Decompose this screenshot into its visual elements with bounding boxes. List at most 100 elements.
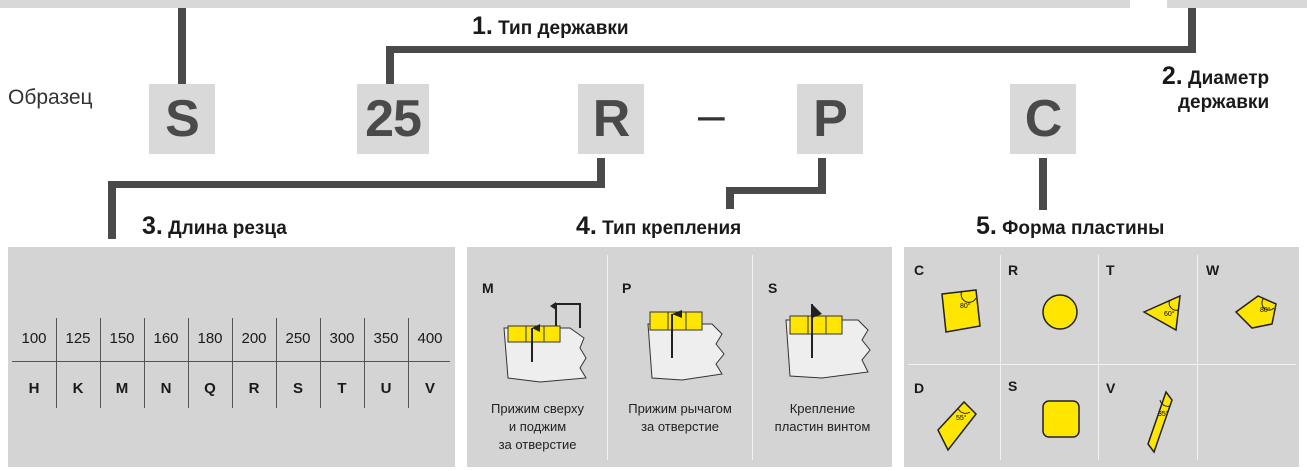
length-value: 300: [329, 330, 355, 347]
code-shape: C: [1010, 84, 1076, 154]
clamp-caption-p: Прижим рычагом за отверстие: [610, 400, 750, 436]
shape-divider: [1197, 255, 1198, 460]
length-codes-row: H K M N Q R S T U V: [12, 380, 452, 397]
clamp-letter-m: M: [482, 280, 494, 296]
connector-c-vertical: [1039, 158, 1047, 210]
shape-letter-t: T: [1106, 262, 1115, 278]
label-holder-type-num: 1.: [472, 12, 493, 40]
top-bar-right: [1167, 0, 1307, 8]
shape-letter-w: W: [1206, 262, 1220, 278]
label-clamp-num: 4.: [576, 212, 597, 240]
connector-diameter-vertical: [1188, 8, 1196, 53]
insert-v-shape: 35°: [1147, 390, 1173, 454]
length-code: M: [115, 380, 129, 397]
shape-letter-d: D: [914, 380, 925, 396]
length-code: V: [424, 380, 435, 397]
length-value: 160: [153, 330, 179, 347]
insert-c-angle: 80°: [960, 302, 971, 310]
insert-d-angle: 55°: [956, 414, 967, 422]
label-diameter: 2. Диаметр державки: [1142, 64, 1269, 115]
length-col-sep: [144, 318, 145, 408]
insert-d-shape: 55°: [937, 400, 977, 452]
length-code: N: [160, 380, 172, 397]
length-col-sep: [276, 318, 277, 408]
shape-letter-s: S: [1008, 378, 1018, 394]
label-clamp-text: Тип крепления: [602, 218, 742, 239]
length-code: K: [72, 380, 84, 397]
length-col-sep: [364, 318, 365, 408]
insert-c-shape: 80°: [941, 289, 981, 333]
length-table-hline: [12, 361, 450, 362]
length-value: 400: [417, 330, 443, 347]
length-value: 150: [109, 330, 135, 347]
caption-line: Крепление: [789, 401, 856, 416]
connector-r-vertical: [597, 158, 605, 188]
clamp-caption-m: Прижим сверху и поджим за отверстие: [470, 400, 605, 454]
length-code: H: [28, 380, 40, 397]
shape-panel: [904, 247, 1299, 467]
label-holder-type: 1. Тип державки: [472, 12, 629, 41]
shape-divider: [1000, 255, 1001, 460]
length-code: R: [248, 380, 260, 397]
length-col-sep: [56, 318, 57, 408]
sample-label: Образец: [8, 86, 93, 109]
connector-clamp-vertical: [726, 187, 734, 209]
caption-line: Прижим сверху: [491, 401, 584, 416]
label-diameter-num: 2.: [1161, 62, 1183, 90]
caption-line: и поджим: [508, 419, 567, 434]
connector-type-horizontal: [386, 46, 1196, 53]
length-col-sep: [188, 318, 189, 408]
insert-s-shape: [1042, 400, 1080, 438]
code-holder-type: S: [149, 84, 215, 154]
caption-line: Прижим рычагом: [628, 401, 732, 416]
clamp-caption-s: Крепление пластин винтом: [755, 400, 890, 436]
label-length-text: Длина резца: [168, 218, 287, 239]
clamp-divider: [752, 255, 753, 460]
length-col-sep: [100, 318, 101, 408]
shape-letter-c: C: [914, 262, 925, 278]
shape-divider-h: [908, 364, 1296, 365]
length-col-sep: [232, 318, 233, 408]
caption-line: за отверстие: [498, 437, 577, 452]
label-diameter-line2: державки: [1178, 92, 1270, 113]
length-value: 125: [65, 330, 91, 347]
label-shape-text: Форма пластины: [1002, 218, 1165, 239]
top-bar-left: [0, 0, 1130, 8]
connector-p-vertical: [818, 158, 826, 194]
label-clamp: 4. Тип крепления: [576, 212, 741, 241]
length-value: 200: [241, 330, 267, 347]
shape-letter-v: V: [1106, 380, 1116, 396]
connector-length-vertical: [108, 181, 116, 239]
clamp-divider: [607, 255, 608, 460]
length-col-sep: [320, 318, 321, 408]
length-col-sep: [408, 318, 409, 408]
connector-25-vertical: [386, 48, 394, 84]
insert-v-angle: 35°: [1158, 410, 1169, 418]
clamp-s-illustration: [785, 304, 871, 379]
connector-length-horizontal: [108, 181, 605, 188]
label-length: 3. Длина резца: [142, 212, 287, 241]
label-shape: 5. Форма пластины: [976, 212, 1164, 241]
length-code: U: [380, 380, 392, 397]
length-value: 100: [21, 330, 47, 347]
label-length-num: 3.: [142, 212, 163, 240]
label-holder-type-text: Тип державки: [498, 18, 629, 39]
length-value: 180: [197, 330, 223, 347]
insert-w-angle: 80°: [1260, 306, 1271, 314]
label-diameter-line1: Диаметр: [1188, 68, 1270, 89]
length-code: T: [337, 380, 347, 397]
clamp-m-illustration: [503, 302, 587, 383]
insert-t-shape: 60°: [1142, 294, 1181, 332]
clamp-p-illustration: [647, 310, 725, 381]
insert-w-shape: 80°: [1234, 295, 1277, 329]
code-dash: –: [698, 89, 725, 142]
insert-r-shape: [1042, 294, 1078, 330]
label-shape-num: 5.: [976, 212, 997, 240]
clamp-letter-s: S: [768, 280, 778, 296]
shape-letter-r: R: [1008, 262, 1019, 278]
code-clamp: P: [797, 84, 863, 154]
length-value: 250: [285, 330, 311, 347]
length-panel: [8, 247, 455, 467]
length-value: 350: [373, 330, 399, 347]
connector-clamp-horizontal: [726, 187, 826, 194]
